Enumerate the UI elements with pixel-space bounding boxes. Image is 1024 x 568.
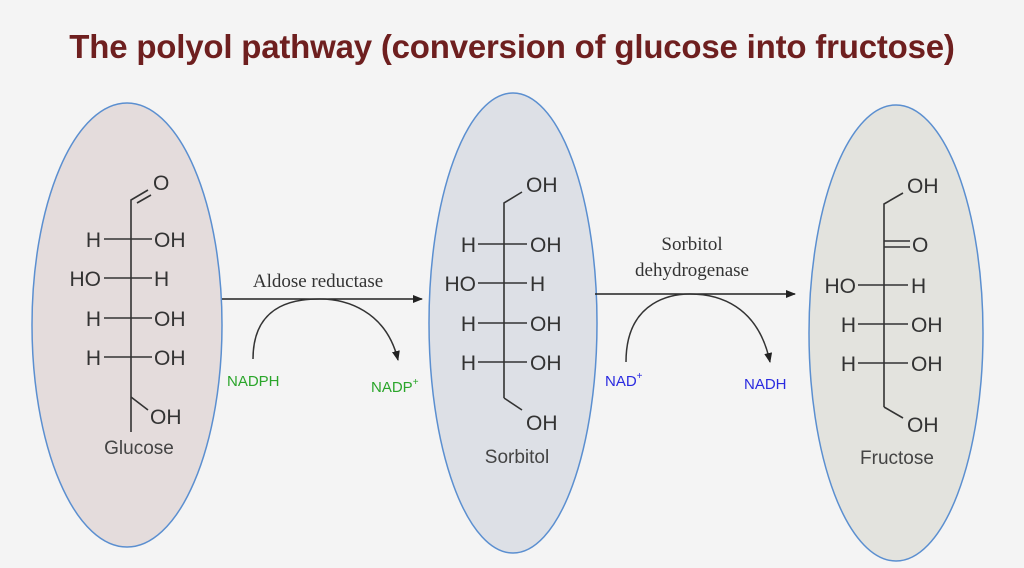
cofactor-curve-arrow <box>252 298 400 361</box>
reaction-aldose-reductase: Aldose reductase NADPH NADP+ <box>222 271 423 396</box>
fructose-label: Fructose <box>860 448 934 469</box>
glucose-bonds <box>104 189 152 432</box>
sorbitol-left-atom: H <box>461 313 476 336</box>
glucose-ellipse <box>31 102 223 548</box>
fructose-ellipse <box>808 104 984 562</box>
glucose-label: Glucose <box>104 438 174 459</box>
sorbitol-right-atom: OH <box>530 234 562 257</box>
enzyme-label-line1: Sorbitol <box>661 234 722 255</box>
cofactor-nadp-sup: + <box>413 377 419 388</box>
glucose-right-atom: OH <box>154 229 186 252</box>
sorbitol-label: Sorbitol <box>485 447 549 468</box>
cofactor-curve-arrow <box>625 293 773 363</box>
reaction-sorbitol-dehydrogenase: Sorbitol dehydrogenase NAD+ NADH <box>595 234 796 393</box>
sorbitol-left-atom: H <box>461 352 476 375</box>
cofactor-nadph: NADPH <box>227 373 280 390</box>
glucose-left-atom: H <box>86 347 101 370</box>
enzyme-label-line2: dehydrogenase <box>635 260 749 281</box>
fructose-ketone-atom: O <box>912 234 928 257</box>
cofactor-nad-plus: NAD+ <box>605 371 643 390</box>
fructose-bottom-atom: OH <box>907 414 939 437</box>
sorbitol-molecule: OH H OH HO H H OH H OH OH Sorbitol <box>428 92 598 554</box>
fructose-left-atom: HO <box>825 275 857 298</box>
sorbitol-right-atom: OH <box>530 352 562 375</box>
sorbitol-left-atom: HO <box>445 273 477 296</box>
glucose-bottom-atom: OH <box>150 406 182 429</box>
glucose-molecule: O H OH HO H H OH H OH OH Glucose <box>31 102 223 548</box>
cofactor-nadh: NADH <box>744 376 787 393</box>
sorbitol-right-atom: H <box>530 273 545 296</box>
sorbitol-right-atom: OH <box>530 313 562 336</box>
fructose-top-atom: OH <box>907 175 939 198</box>
glucose-right-atom: OH <box>154 308 186 331</box>
glucose-right-atom: H <box>154 268 169 291</box>
glucose-right-atom: OH <box>154 347 186 370</box>
cofactor-nadp-plus: NADP+ <box>371 377 419 396</box>
fructose-molecule: OH O HO H H OH H OH OH Fructose <box>808 104 984 562</box>
fructose-left-atom: H <box>841 353 856 376</box>
fructose-right-atom: OH <box>911 353 943 376</box>
cofactor-nad-sup: + <box>637 371 643 382</box>
sorbitol-left-atom: H <box>461 234 476 257</box>
fructose-right-atom: OH <box>911 314 943 337</box>
page-title: The polyol pathway (conversion of glucos… <box>69 28 955 65</box>
sorbitol-bonds <box>478 191 527 411</box>
enzyme-label-aldose-reductase: Aldose reductase <box>253 271 383 292</box>
glucose-left-atom: H <box>86 229 101 252</box>
sorbitol-top-atom: OH <box>526 174 558 197</box>
glucose-left-atom: HO <box>70 268 102 291</box>
cofactor-nadp-base: NADP <box>371 379 413 396</box>
glucose-top-atom: O <box>153 172 169 195</box>
glucose-left-atom: H <box>86 308 101 331</box>
fructose-right-atom: H <box>911 275 926 298</box>
fructose-bonds <box>858 192 910 419</box>
fructose-left-atom: H <box>841 314 856 337</box>
cofactor-nad-base: NAD <box>605 373 637 390</box>
sorbitol-bottom-atom: OH <box>526 412 558 435</box>
